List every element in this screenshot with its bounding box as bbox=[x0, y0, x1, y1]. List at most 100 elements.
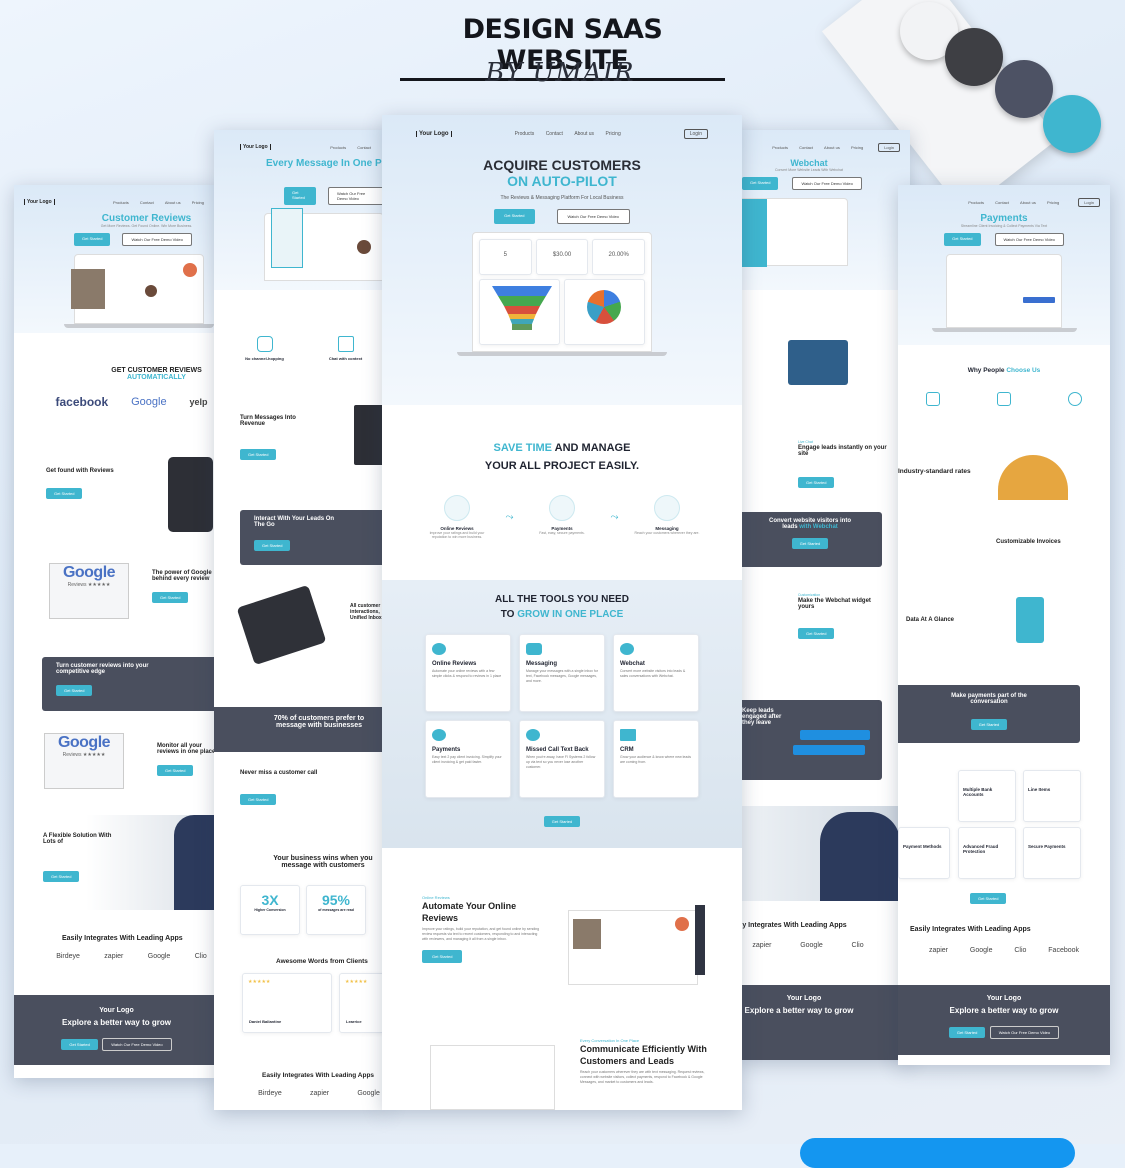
section-title-accent: AUTOMATICALLY bbox=[127, 374, 186, 381]
feature-card: Payment Methods bbox=[898, 827, 950, 879]
nav-contact[interactable]: Contact bbox=[545, 131, 563, 137]
google-logo: Google bbox=[147, 953, 171, 960]
get-started-button[interactable]: Get Started bbox=[742, 177, 779, 190]
google-reviews-card: Google Reviews ★★★★★ bbox=[44, 733, 124, 789]
watch-demo-button[interactable]: Watch Our Free Demo Video bbox=[122, 233, 192, 246]
watch-demo-button[interactable]: Watch Our Free Demo Video bbox=[102, 1038, 172, 1051]
nav-products[interactable]: Products bbox=[772, 144, 788, 150]
businessman-photo bbox=[174, 815, 219, 910]
arrow-icon: ⤳ bbox=[610, 511, 619, 523]
page-webchat: Products Contact About us Pricing Login … bbox=[738, 130, 910, 1060]
promo-band: Turn customer reviews into your competit… bbox=[42, 657, 219, 711]
get-started-button[interactable]: Get Started bbox=[254, 540, 291, 551]
nav-contact[interactable]: Contact bbox=[139, 199, 154, 205]
payments-icon bbox=[549, 495, 575, 521]
nav-products[interactable]: Products bbox=[330, 144, 347, 150]
get-started-button[interactable]: Get Started bbox=[422, 950, 463, 963]
get-started-button[interactable]: Get Started bbox=[240, 794, 277, 805]
get-started-button[interactable]: Get Started bbox=[970, 719, 1008, 730]
logo[interactable]: Your Logo bbox=[416, 131, 452, 137]
nav-pricing[interactable]: Pricing bbox=[191, 199, 204, 205]
get-started-button[interactable]: Get Started bbox=[494, 209, 535, 224]
phone-screen bbox=[271, 208, 303, 268]
collage-title: DESIGN SAAS WEBSITE bbox=[400, 14, 725, 81]
watch-demo-button[interactable]: Watch Our Free Demo Video bbox=[327, 187, 386, 205]
get-started-button[interactable]: Get Started bbox=[152, 592, 189, 603]
get-started-button[interactable]: Get Started bbox=[61, 1039, 98, 1050]
decorative-bar bbox=[695, 905, 705, 975]
nav-about[interactable]: About us bbox=[574, 131, 595, 137]
get-started-button[interactable]: Get Started bbox=[944, 233, 981, 246]
nav-pricing[interactable]: Pricing bbox=[605, 131, 621, 137]
nav-contact[interactable]: Contact bbox=[799, 144, 813, 150]
get-started-button[interactable]: Get Started bbox=[970, 893, 1007, 904]
page-main: Your Logo Products Contact About us Pric… bbox=[382, 115, 742, 1110]
logo[interactable]: Your Logo bbox=[24, 199, 55, 205]
logo[interactable]: Your Logo bbox=[240, 144, 271, 150]
hero-title: Webchat bbox=[790, 158, 828, 168]
login-button[interactable]: Login bbox=[1078, 197, 1100, 207]
watch-demo-button[interactable]: Watch Our Free Demo Video bbox=[989, 1026, 1060, 1039]
tool-card-payments[interactable]: Payments Easy text 2 pay client invoicin… bbox=[425, 720, 511, 798]
facebook-logo: facebook bbox=[55, 395, 109, 409]
kpi-card: $30.00 bbox=[535, 239, 589, 275]
get-started-button[interactable]: Get Started bbox=[157, 765, 194, 776]
nav-contact[interactable]: Contact bbox=[995, 199, 1009, 205]
save-time-title: YOUR ALL PROJECT EASILY. bbox=[484, 460, 640, 472]
watch-demo-button[interactable]: Watch Our Free Demo Video bbox=[556, 209, 630, 224]
nav-about[interactable]: About us bbox=[164, 199, 181, 205]
flexible-solution-section: A Flexible Solution With Lots of Get Sta… bbox=[29, 815, 219, 910]
tool-card-webchat[interactable]: Webchat Convert more website visitors in… bbox=[613, 634, 699, 712]
login-button[interactable]: Login bbox=[878, 142, 900, 152]
footer-tagline: Explore a better way to grow bbox=[744, 1006, 854, 1015]
nav-products[interactable]: Products bbox=[113, 199, 129, 205]
get-started-button[interactable]: Get Started bbox=[798, 477, 835, 488]
nav-pricing[interactable]: Pricing bbox=[1046, 199, 1060, 205]
tool-card-missed-call[interactable]: Missed Call Text Back When you're away, … bbox=[519, 720, 605, 798]
chat-icon bbox=[526, 643, 542, 655]
tool-card-online-reviews[interactable]: Online Reviews Automate your online revi… bbox=[425, 634, 511, 712]
nav-about[interactable]: About us bbox=[1020, 199, 1036, 205]
avatar bbox=[183, 263, 197, 277]
tool-card-crm[interactable]: CRM Grow your audience & know where new … bbox=[613, 720, 699, 798]
nav-pricing[interactable]: Pricing bbox=[850, 144, 864, 150]
watch-demo-button[interactable]: Watch Our Free Demo Video bbox=[792, 177, 862, 190]
bottom-action-button[interactable] bbox=[800, 1138, 1075, 1168]
photo-woman bbox=[573, 919, 601, 949]
get-started-button[interactable]: Get Started bbox=[284, 187, 316, 205]
reviews-icon bbox=[432, 643, 446, 655]
pie-chart bbox=[564, 279, 645, 345]
login-button[interactable]: Login bbox=[683, 129, 708, 139]
nav-about[interactable]: About us bbox=[824, 144, 840, 150]
hero-subtitle: Get More Reviews. Get Found Online. Win … bbox=[100, 224, 193, 228]
get-started-button[interactable]: Get Started bbox=[43, 871, 80, 882]
dollar-hand-icon bbox=[432, 729, 446, 741]
get-started-button[interactable]: Get Started bbox=[791, 538, 829, 549]
footer-logo: Your Logo bbox=[786, 995, 822, 1002]
hero-title: ACQUIRE CUSTOMERS bbox=[483, 157, 641, 173]
monitor-illustration bbox=[354, 405, 386, 465]
section-title: The power of Google behind every review bbox=[152, 570, 212, 582]
get-started-button[interactable]: Get Started bbox=[74, 233, 111, 246]
stat-band: 70% of customers prefer to message with … bbox=[214, 707, 386, 752]
section-title: Industry-standard rates bbox=[898, 468, 971, 475]
get-started-button[interactable]: Get Started bbox=[56, 685, 93, 696]
nav-products[interactable]: Products bbox=[968, 199, 984, 205]
nav-products[interactable]: Products bbox=[514, 131, 535, 137]
birdeye-logo: Birdeye bbox=[56, 953, 80, 960]
get-started-button[interactable]: Get Started bbox=[543, 816, 581, 827]
section-title: Why People bbox=[967, 367, 1005, 374]
get-started-button[interactable]: Get Started bbox=[948, 1027, 986, 1038]
invoice-icon bbox=[996, 392, 1011, 406]
get-started-button[interactable]: Get Started bbox=[240, 449, 277, 460]
clio-logo: Clio bbox=[851, 942, 864, 949]
nav-contact[interactable]: Contact bbox=[357, 144, 371, 150]
tool-card-messaging[interactable]: Messaging Manage your messages with a si… bbox=[519, 634, 605, 712]
get-started-button[interactable]: Get Started bbox=[46, 488, 83, 499]
section-title: All customer interactions, Unified Inbox bbox=[350, 603, 382, 621]
section-title: Engage leads instantly on your site bbox=[798, 445, 887, 457]
inbox-mockup bbox=[430, 1045, 555, 1110]
watch-demo-button[interactable]: Watch Our Free Demo Video bbox=[994, 233, 1064, 246]
footer-logo: Your Logo bbox=[986, 995, 1022, 1002]
get-started-button[interactable]: Get Started bbox=[798, 628, 835, 639]
